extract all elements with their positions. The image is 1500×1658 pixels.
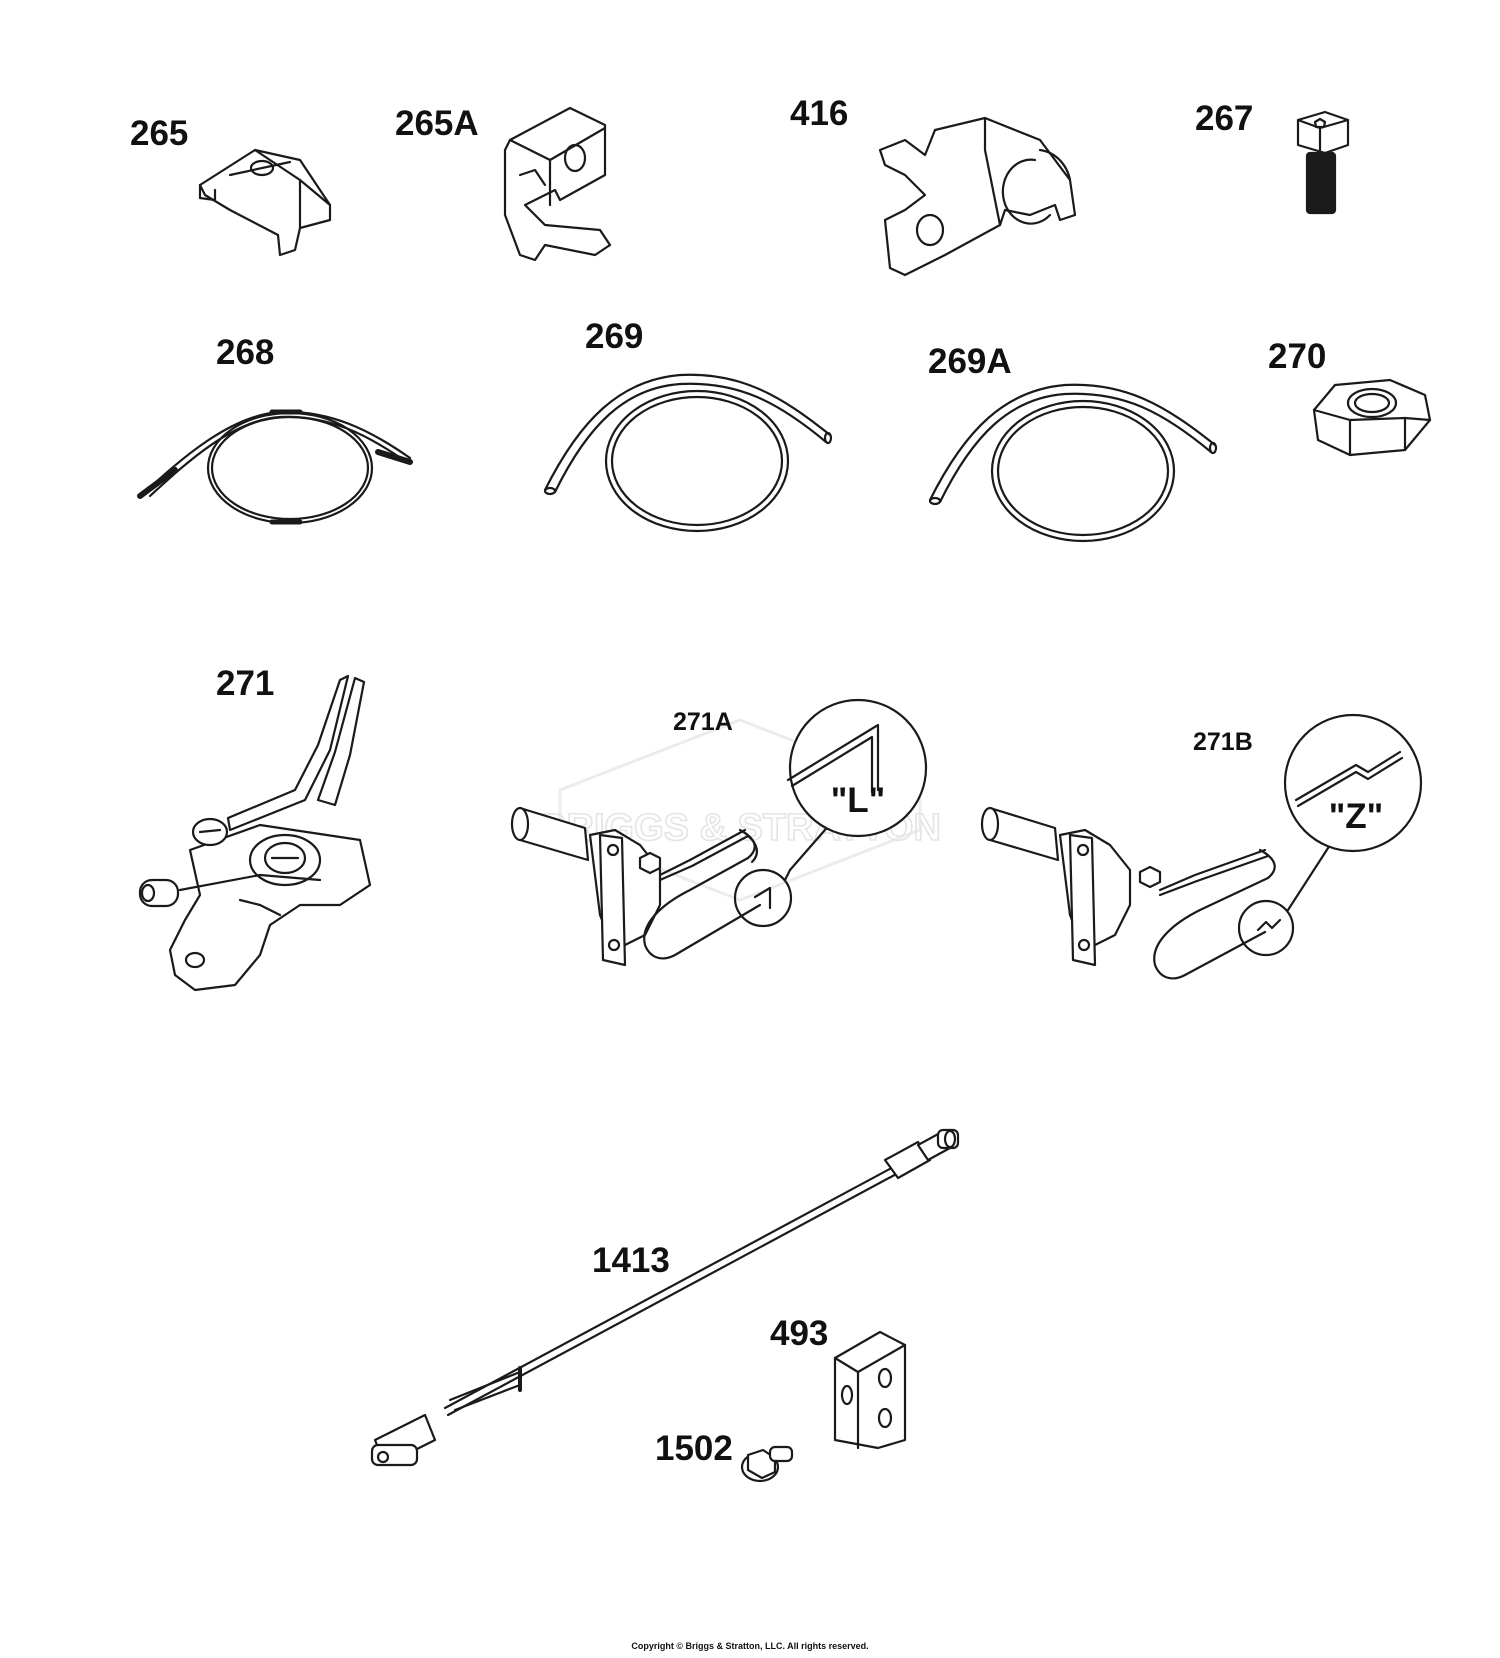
part-271A-throttle-control: "L" [510, 698, 928, 967]
label-271A: 271A [673, 708, 733, 736]
part-265A-clip [503, 106, 612, 262]
bend-type-L-label: "L" [831, 781, 886, 820]
part-1413-wire-harness [370, 1128, 960, 1467]
label-271: 271 [216, 664, 274, 703]
copyright-notice: Copyright © Briggs & Stratton, LLC. All … [631, 1641, 869, 1651]
part-269-tube [543, 373, 833, 533]
label-416: 416 [790, 94, 848, 133]
label-1413: 1413 [592, 1241, 670, 1280]
label-268: 268 [216, 333, 274, 372]
part-269A-tube [928, 383, 1218, 543]
label-269: 269 [585, 317, 643, 356]
label-269A: 269A [928, 342, 1012, 381]
label-267: 267 [1195, 99, 1253, 138]
part-493-angle-bracket [833, 1330, 907, 1450]
part-265-clip [198, 148, 332, 257]
label-265: 265 [130, 114, 188, 153]
part-271B-throttle-control: "Z" [980, 713, 1423, 980]
label-1502: 1502 [655, 1429, 733, 1468]
label-270: 270 [1268, 337, 1326, 376]
part-267-bolt [1296, 110, 1350, 215]
part-271-control-bracket [138, 674, 372, 992]
label-265A: 265A [395, 104, 479, 143]
part-416-bracket [878, 116, 1077, 277]
part-268-wire [137, 409, 413, 525]
label-493: 493 [770, 1314, 828, 1353]
label-271B: 271B [1193, 728, 1253, 756]
part-1502-screw [740, 1445, 794, 1483]
bend-type-Z-label: "Z" [1329, 797, 1384, 836]
part-270-hex-nut [1312, 378, 1432, 457]
